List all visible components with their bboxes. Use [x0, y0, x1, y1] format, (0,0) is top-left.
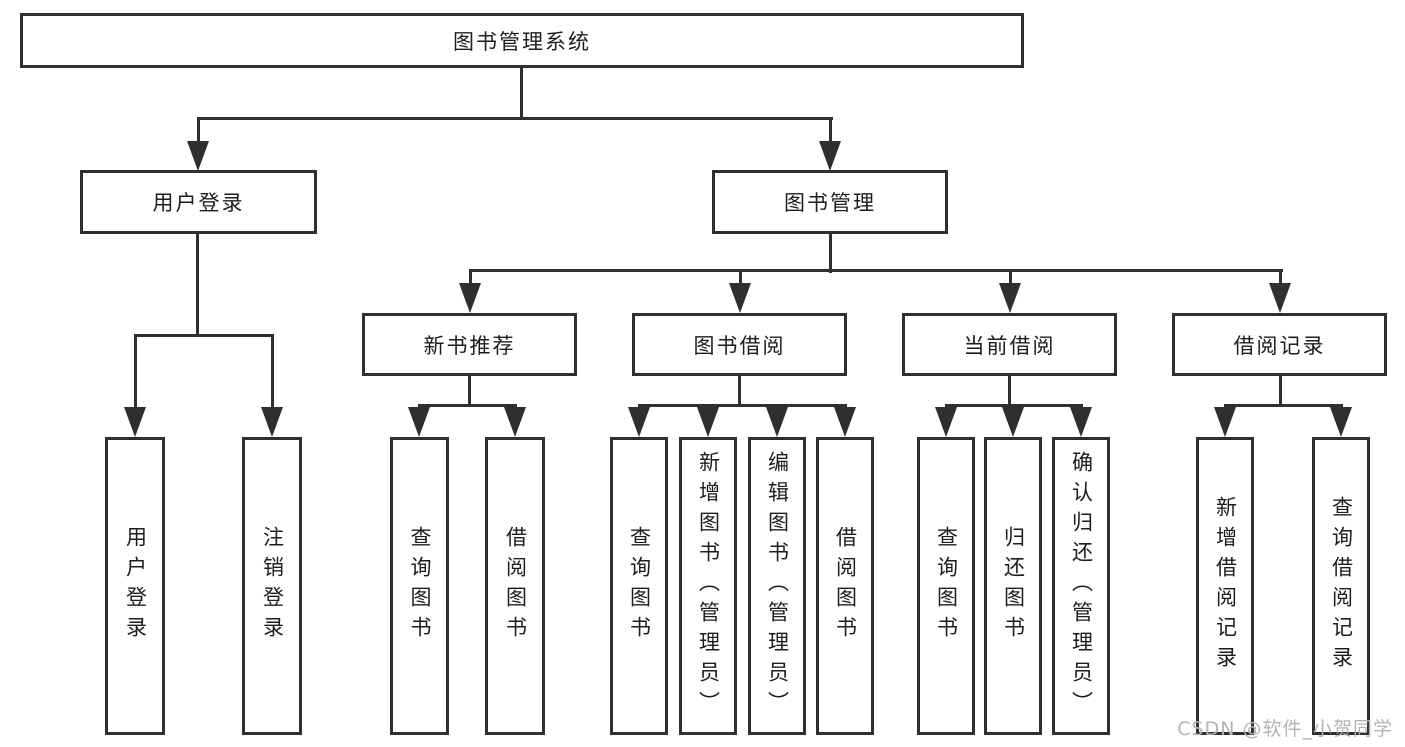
leaf-br-query-record: 查询借阅记录: [1312, 437, 1370, 735]
leaf-bb-add-books-admin: 新增图书（管理员）: [679, 437, 737, 735]
arrow-down-icon: [766, 407, 788, 437]
leaf-logout: 注销登录: [242, 437, 302, 735]
arrow-down-icon: [187, 141, 209, 171]
connector-book-management-vline: [829, 233, 832, 273]
arrow-down-icon: [408, 407, 430, 437]
connector-stub-user-login: [197, 117, 200, 145]
arrow-down-icon: [1214, 407, 1236, 437]
arrow-down-icon: [261, 407, 283, 437]
connector-stub-leaf-logout: [271, 334, 274, 411]
arrow-down-icon: [628, 407, 650, 437]
leaf-bb-query-books: 查询图书: [610, 437, 668, 735]
node-book-borrowing: 图书借阅: [632, 313, 847, 376]
arrow-down-icon: [1330, 407, 1352, 437]
arrow-down-icon: [504, 407, 526, 437]
node-current-borrowing: 当前借阅: [902, 313, 1117, 376]
connector-book-borrow-hline: [638, 404, 847, 407]
leaf-cb-confirm-return-admin: 确认归还（管理员）: [1052, 437, 1110, 735]
arrow-down-icon: [1002, 407, 1024, 437]
connector-root-hline: [197, 117, 833, 120]
connector-user-login-hline: [134, 334, 274, 337]
leaf-bb-borrow-books: 借阅图书: [816, 437, 874, 735]
leaf-cb-query-books: 查询图书: [917, 437, 975, 735]
node-new-book-recommend: 新书推荐: [362, 313, 577, 376]
connector-stub-new-book: [469, 269, 472, 287]
arrow-down-icon: [124, 407, 146, 437]
arrow-down-icon: [834, 407, 856, 437]
connector-stub-book-management: [829, 117, 832, 145]
connector-root-vline: [520, 68, 523, 120]
arrow-down-icon: [819, 141, 841, 171]
connector-stub-current-borrow: [1009, 269, 1012, 287]
arrow-down-icon: [935, 407, 957, 437]
leaf-nb-borrow-books: 借阅图书: [485, 437, 545, 735]
leaf-bb-edit-books-admin: 编辑图书（管理员）: [748, 437, 806, 735]
connector-stub-leaf-login: [134, 334, 137, 411]
node-book-management: 图书管理: [712, 170, 948, 234]
arrow-down-icon: [999, 283, 1021, 313]
connector-new-book-vline: [468, 374, 471, 407]
node-user-login: 用户登录: [80, 170, 317, 234]
connector-borrow-records-hline: [1224, 404, 1343, 407]
arrow-down-icon: [459, 283, 481, 313]
node-root-library-system: 图书管理系统: [20, 13, 1024, 68]
arrow-down-icon: [1070, 407, 1092, 437]
arrow-down-icon: [697, 407, 719, 437]
csdn-watermark: CSDN @软件_小贺同学: [1177, 718, 1393, 740]
connector-book-borrow-vline: [738, 374, 741, 407]
node-borrowing-records: 借阅记录: [1172, 313, 1387, 376]
connector-borrow-records-vline: [1279, 374, 1282, 407]
leaf-cb-return-books: 归还图书: [984, 437, 1042, 735]
connector-book-management-hline: [469, 269, 1283, 272]
connector-stub-borrow-records: [1279, 269, 1282, 287]
connector-current-borrow-vline: [1008, 374, 1011, 407]
connector-user-login-vline: [196, 233, 199, 337]
leaf-user-login: 用户登录: [105, 437, 165, 735]
leaf-nb-query-books: 查询图书: [390, 437, 449, 735]
connector-stub-book-borrow: [739, 269, 742, 287]
arrow-down-icon: [729, 283, 751, 313]
arrow-down-icon: [1269, 283, 1291, 313]
connector-new-book-hline: [418, 404, 517, 407]
leaf-br-add-record: 新增借阅记录: [1196, 437, 1254, 735]
